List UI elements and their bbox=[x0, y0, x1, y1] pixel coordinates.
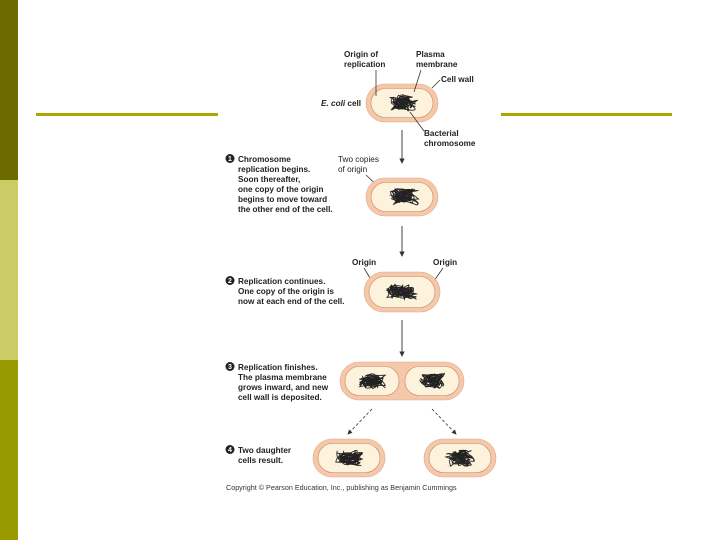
step-1-text-line3: Soon thereafter, bbox=[238, 175, 300, 184]
origin-left-label: Origin bbox=[352, 258, 376, 267]
plasma-membrane-label-line1: Plasma bbox=[416, 50, 445, 59]
step-4-badge bbox=[225, 445, 235, 454]
chromosome-step-2 bbox=[385, 283, 419, 301]
sidebar-band-middle bbox=[0, 180, 18, 360]
chromosome-daughter-right bbox=[444, 449, 475, 467]
step-3-badge bbox=[225, 362, 235, 371]
decorative-rule-left bbox=[36, 113, 218, 116]
chromosome-leader-line bbox=[409, 111, 425, 132]
ecoli-cell bbox=[365, 83, 439, 123]
step-4-text-line2: cells result. bbox=[238, 456, 283, 465]
sidebar-band-bottom bbox=[0, 360, 18, 540]
step-3-text-line1: Replication finishes. bbox=[238, 363, 318, 372]
step-4-text-line1: Two daughter bbox=[238, 446, 292, 455]
step-1-badge bbox=[225, 154, 235, 163]
step-2-number: 2 bbox=[228, 278, 232, 285]
arrow-split-left bbox=[347, 408, 373, 435]
step-3-text-line2: The plasma membrane bbox=[238, 373, 327, 382]
chromosome-step-1 bbox=[389, 188, 420, 206]
daughter-cell-left bbox=[312, 438, 386, 478]
arrow-split-right bbox=[431, 408, 457, 435]
decorative-rule-right bbox=[501, 113, 672, 116]
bacterial-chromosome bbox=[389, 94, 418, 112]
cell-wall-label: Cell wall bbox=[441, 75, 474, 84]
step-1-text-line4: one copy of the origin bbox=[238, 185, 324, 194]
ecoli-cell-label: E. coli cell bbox=[321, 99, 361, 108]
step-1-number: 1 bbox=[228, 156, 232, 163]
bacterial-chromosome-label-line2: chromosome bbox=[424, 139, 476, 148]
origin-right-label: Origin bbox=[433, 258, 457, 267]
dividing-cell-step-3 bbox=[339, 361, 465, 401]
origin-label-line2: replication bbox=[344, 60, 385, 69]
step-1-text-line1: Chromosome bbox=[238, 155, 291, 164]
origin-label-line1: Origin of bbox=[344, 50, 378, 59]
step-1-text-line2: replication begins. bbox=[238, 165, 310, 174]
cell-step-1 bbox=[365, 177, 439, 217]
step-3-text-line3: grows inward, and new bbox=[238, 383, 329, 392]
plasma-leader-line bbox=[413, 69, 422, 93]
step-2-badge bbox=[225, 276, 235, 285]
copyright-notice: Copyright © Pearson Education, Inc., pub… bbox=[226, 483, 457, 492]
chromosome-step-3-left bbox=[358, 373, 387, 390]
sidebar-band-top bbox=[0, 0, 18, 180]
chromosome-daughter-left bbox=[335, 449, 364, 467]
chromosome-step-3-right bbox=[419, 373, 445, 389]
cell-wall-leader-line bbox=[431, 79, 441, 89]
step-4-number: 4 bbox=[228, 447, 232, 454]
step-2-text-line2: One copy of the origin is bbox=[238, 287, 334, 296]
step-1-text-line6: the other end of the cell. bbox=[238, 205, 333, 214]
step-2-text-line1: Replication continues. bbox=[238, 277, 325, 286]
bacterial-chromosome-label-line1: Bacterial bbox=[424, 129, 459, 138]
two-copies-label-line2: of origin bbox=[338, 165, 368, 174]
plasma-membrane-label-line2: membrane bbox=[416, 60, 458, 69]
daughter-cell-right bbox=[423, 438, 497, 478]
two-copies-label-line1: Two copies bbox=[338, 155, 379, 164]
step-3-text-line4: cell wall is deposited. bbox=[238, 393, 322, 402]
step-3-number: 3 bbox=[228, 364, 232, 371]
step-2-text-line3: now at each end of the cell. bbox=[238, 297, 344, 306]
step-1-text-line5: begins to move toward bbox=[238, 195, 327, 204]
cell-step-2 bbox=[363, 271, 441, 313]
